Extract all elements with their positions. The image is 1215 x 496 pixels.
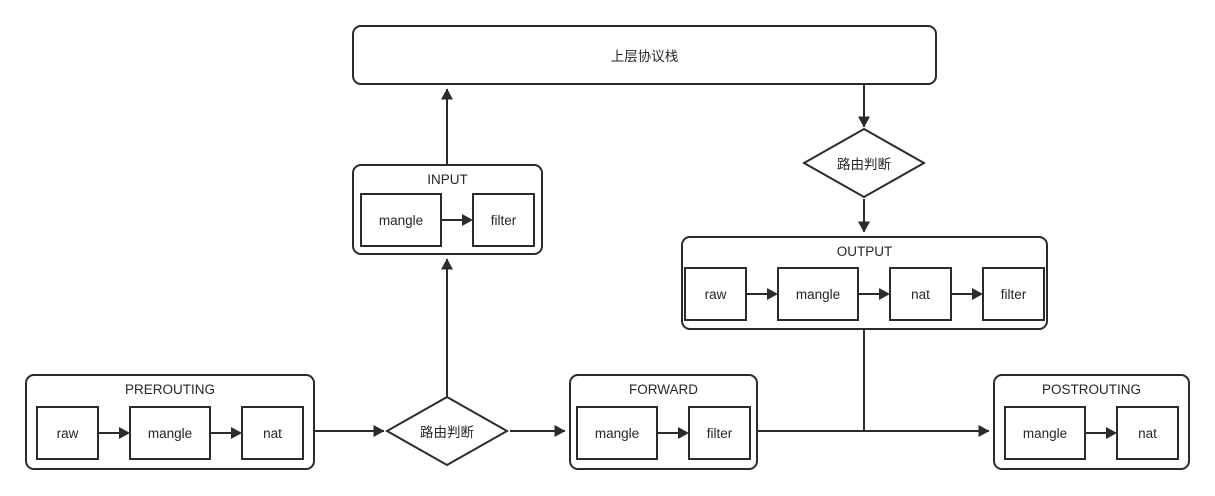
chain-postrouting-title: POSTROUTING (1041, 382, 1141, 397)
chain-prerouting: PREROUTING raw mangle nat (25, 374, 315, 470)
arrow-icon (952, 288, 983, 300)
table-box-mangle: mangle (129, 406, 211, 460)
table-box-nat: nat (241, 406, 304, 460)
arrow-icon (442, 214, 473, 226)
table-box-filter: filter (688, 406, 751, 460)
table-box-mangle: mangle (576, 406, 658, 460)
table-box-filter: filter (472, 193, 535, 247)
table-box-mangle: mangle (360, 193, 442, 247)
table-box-mangle: mangle (1004, 406, 1086, 460)
chain-postrouting: POSTROUTING mangle nat (993, 374, 1190, 470)
arrow-icon (99, 427, 130, 439)
routing-decision-top: 路由判断 (802, 127, 926, 199)
routing-decision-top-label: 路由判断 (837, 157, 891, 172)
table-box-nat: nat (1116, 406, 1179, 460)
routing-decision-bottom-label: 路由判断 (420, 425, 474, 440)
arrow-icon (1086, 427, 1117, 439)
chain-prerouting-title: PREROUTING (124, 382, 215, 397)
table-box-filter: filter (982, 267, 1045, 321)
chain-input-title: INPUT (427, 172, 468, 187)
arrow-icon (859, 288, 890, 300)
chain-forward: FORWARD mangle filter (569, 374, 758, 470)
table-box-mangle: mangle (777, 267, 859, 321)
routing-decision-bottom: 路由判断 (385, 395, 509, 467)
chain-output: OUTPUT raw mangle nat filter (681, 236, 1048, 330)
arrow-icon (747, 288, 778, 300)
table-box-raw: raw (684, 267, 747, 321)
chain-forward-title: FORWARD (629, 382, 698, 397)
arrow-icon (211, 427, 242, 439)
table-box-raw: raw (36, 406, 99, 460)
arrow-icon (658, 427, 689, 439)
chain-output-title: OUTPUT (836, 244, 893, 259)
protocol-stack-label: 上层协议栈 (610, 49, 679, 64)
table-box-nat: nat (889, 267, 952, 321)
chain-input: INPUT mangle filter (352, 164, 543, 255)
protocol-stack-box: 上层协议栈 (352, 25, 937, 85)
